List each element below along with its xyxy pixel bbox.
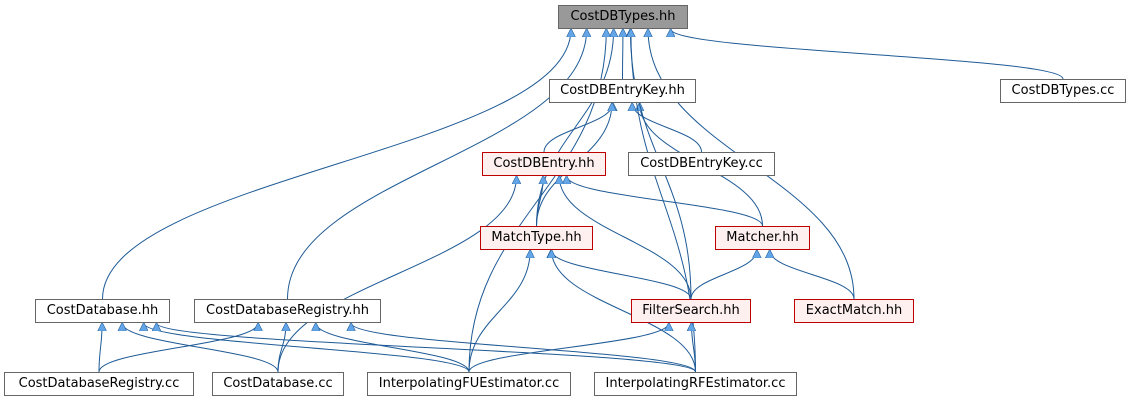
node-filtersearch-hh[interactable]: FilterSearch.hh [631,299,751,323]
node-costdatabase-hh[interactable]: CostDatabase.hh [35,299,170,323]
node-costdatabase-cc[interactable]: CostDatabase.cc [212,372,344,396]
node-costdbtypes-hh[interactable]: CostDBTypes.hh [558,5,688,29]
edge-matcher_hh-to-costdbentry_hh [567,176,763,227]
edge-filtersearch_hh-to-costdbentry_hh [559,176,692,300]
node-costdbentry-hh[interactable]: CostDBEntry.hh [482,152,606,176]
edge-matchtype_hh-to-costdbentry_hh [536,176,544,227]
edge-interpolatingfuestimator_cc-to-matchtype_hh [468,250,530,373]
edge-filtersearch_hh-to-matcher_hh [690,250,757,300]
node-matcher-hh[interactable]: Matcher.hh [715,226,810,250]
edge-interpolatingrfestimator_cc-to-matchtype_hh [551,250,696,373]
edge-costdbentrykey_cc-to-costdbentrykey_hh [632,103,702,153]
edge-filtersearch_hh-to-matchtype_hh [551,250,692,300]
edge-costdatabaseregistry_cc-to-costdatabase_hh [99,323,102,373]
edge-interpolatingrfestimator_cc-to-costdatabase_hh [157,323,696,373]
node-interpolatingfuestimator-cc[interactable]: InterpolatingFUEstimator.cc [367,372,571,396]
node-costdbentrykey-cc[interactable]: CostDBEntryKey.cc [628,152,775,176]
edge-matchtype_hh-to-costdbtypes_hh [536,29,614,227]
edge-interpolatingrfestimator_cc-to-filtersearch_hh [691,323,696,373]
node-exactmatch-hh[interactable]: ExactMatch.hh [794,299,914,323]
edge-interpolatingfuestimator_cc-to-costdatabaseregistry_hh [316,323,470,373]
edge-exactmatch_hh-to-matcher_hh [770,250,855,300]
node-costdatabaseregistry-hh[interactable]: CostDatabaseRegistry.hh [194,299,381,323]
edge-costdatabaseregistry_hh-to-costdbtypes_hh [287,29,587,300]
node-costdatabaseregistry-cc[interactable]: CostDatabaseRegistry.cc [4,372,194,396]
node-interpolatingrfestimator-cc[interactable]: InterpolatingRFEstimator.cc [594,372,797,396]
edge-costdbtypes_cc-to-costdbtypes_hh [671,29,1064,80]
edge-interpolatingrfestimator_cc-to-costdatabaseregistry_hh [351,323,696,373]
node-matchtype-hh[interactable]: MatchType.hh [480,226,593,250]
edge-interpolatingfuestimator_cc-to-filtersearch_hh [468,323,669,373]
edge-costdatabaseregistry_cc-to-costdatabaseregistry_hh [98,323,258,373]
edge-costdatabase_cc-to-costdbentry_hh [277,176,517,373]
node-costdbentrykey-hh[interactable]: CostDBEntryKey.hh [549,79,696,103]
edge-costdbentry_hh-to-costdbentrykey_hh [543,103,613,153]
edge-costdatabase_hh-to-costdbtypes_hh [102,29,572,300]
edge-costdatabase_cc-to-costdatabase_hh [122,323,279,373]
node-costdbtypes-cc[interactable]: CostDBTypes.cc [1000,79,1126,103]
